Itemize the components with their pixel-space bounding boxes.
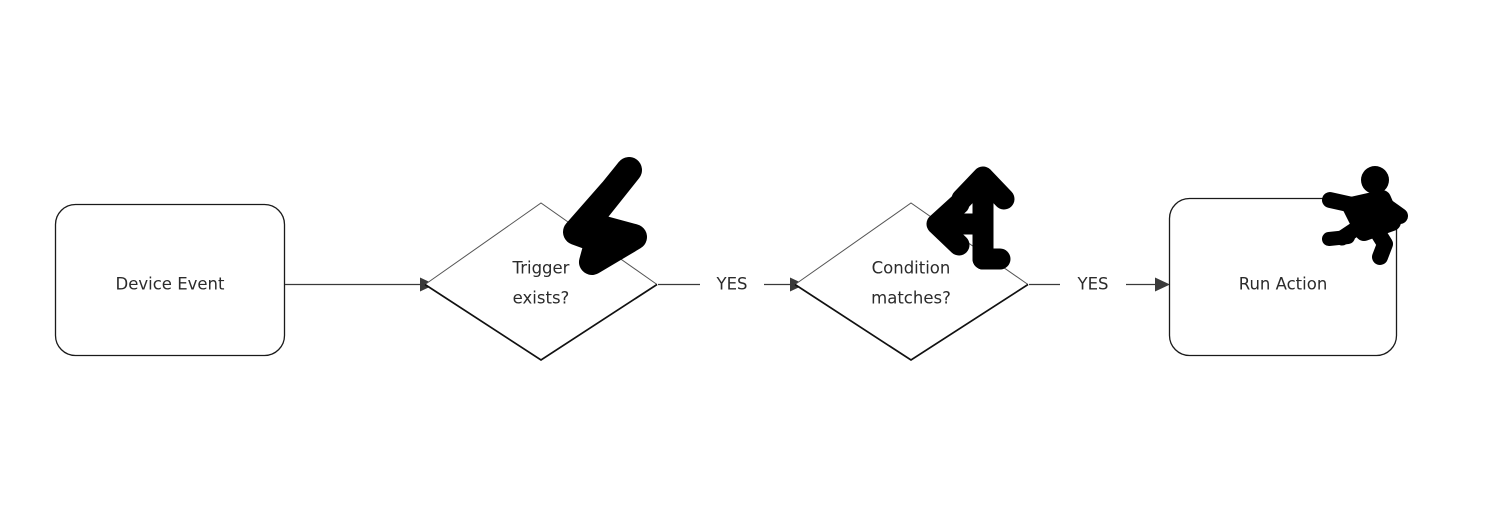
edge-3-arrowhead xyxy=(1155,277,1170,292)
condition-label-line-1: Condition xyxy=(872,259,951,278)
condition-label-line-2: matches? xyxy=(871,289,951,308)
edge-3-label-yes: YES xyxy=(1077,275,1109,294)
edge-condition-to-run-action: YES xyxy=(1029,275,1170,294)
trigger-diamond-bottom-edges xyxy=(424,283,658,362)
trigger-diamond-fill xyxy=(425,203,657,360)
node-condition-matches[interactable]: Condition matches? xyxy=(794,166,1029,362)
device-event-label: Device Event xyxy=(116,275,225,294)
run-action-label: Run Action xyxy=(1239,275,1328,294)
trigger-label-line-1: Trigger xyxy=(512,259,570,278)
trigger-label-line-2: exists? xyxy=(513,289,570,308)
condition-diamond-fill xyxy=(795,203,1028,360)
lightning-bolt-icon xyxy=(563,157,647,275)
edge-trigger-to-condition: YES xyxy=(658,275,805,294)
node-run-action[interactable]: Run Action xyxy=(1168,166,1408,357)
condition-diamond-bottom-edges xyxy=(794,283,1029,362)
edge-device-event-to-trigger xyxy=(285,277,435,292)
node-device-event[interactable]: Device Event xyxy=(54,203,286,357)
device-event-shape xyxy=(54,203,286,357)
node-trigger-exists[interactable]: Trigger exists? xyxy=(424,157,658,362)
running-person-icon xyxy=(1322,166,1408,265)
edge-2-label-yes: YES xyxy=(716,275,748,294)
branch-arrows-icon xyxy=(926,166,1015,270)
